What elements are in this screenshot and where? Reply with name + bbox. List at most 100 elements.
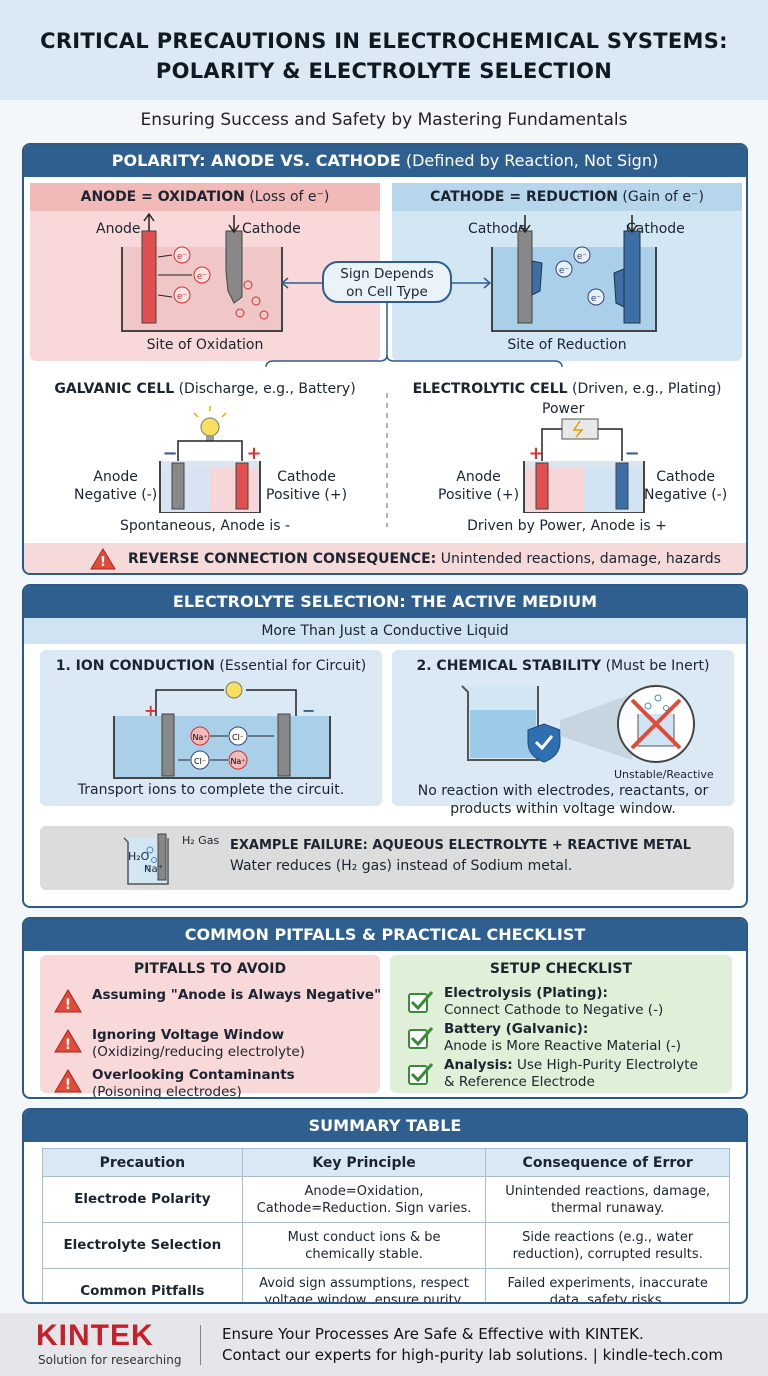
- shield-check-icon: [527, 723, 561, 763]
- warning-icon: !: [54, 1069, 82, 1093]
- galvanic-caption: Spontaneous, Anode is -: [119, 518, 291, 534]
- reverse-warning-bar: ! REVERSE CONNECTION CONSEQUENCE: Uninte…: [24, 543, 746, 573]
- electrolytic-minus-sign: −: [624, 443, 639, 464]
- cathode-box-title: CATHODE = REDUCTION (Gain of e⁻): [392, 183, 742, 211]
- svg-text:!: !: [65, 1077, 71, 1093]
- summary-header-principle: Key Principle: [241, 1148, 487, 1177]
- footer-divider: [200, 1325, 201, 1365]
- failure-gas-label: H₂ Gas: [182, 834, 220, 847]
- table-row: Electrode Polarity Anode=Oxidation,Catho…: [42, 1176, 730, 1223]
- brand-logo[interactable]: KINTEK: [36, 1319, 154, 1352]
- cathode-box-right-label: Cathode: [626, 221, 685, 237]
- svg-text:Cl⁻: Cl⁻: [232, 733, 244, 742]
- bubble-line2: on Cell Type: [346, 284, 428, 300]
- checklist-item-detail: Anode is More Reactive Material (-): [444, 1038, 681, 1054]
- failure-ion-label: Na⁺: [144, 864, 163, 875]
- footer-line1: Ensure Your Processes Are Safe & Effecti…: [222, 1325, 644, 1343]
- galvanic-left-labels: Anode Negative (-): [74, 469, 158, 503]
- ion-conduction-diagram: + − Na⁺ Cl⁻ Cl⁻ Na⁺: [113, 681, 331, 779]
- failure-water-label: H₂O: [128, 850, 150, 863]
- warning-icon: !: [54, 1029, 82, 1053]
- polarity-title-bold: POLARITY: ANODE VS. CATHODE: [111, 151, 401, 170]
- electrolyte-subtitle: More Than Just a Conductive Liquid: [24, 618, 746, 644]
- pitfall-item-title: Assuming "Anode is Always Negative": [92, 987, 382, 1003]
- electrolytic-caption: Driven by Power, Anode is +: [467, 518, 667, 534]
- polarity-panel: POLARITY: ANODE VS. CATHODE (Defined by …: [22, 143, 748, 575]
- failure-beaker-icon: [123, 833, 169, 885]
- pitfalls-panel-title: COMMON PITFALLS & PRACTICAL CHECKLIST: [24, 919, 746, 951]
- svg-text:!: !: [65, 997, 71, 1013]
- svg-text:Na⁺: Na⁺: [192, 733, 207, 742]
- svg-text:e⁻: e⁻: [177, 292, 188, 302]
- electrolyte-panel-title: ELECTROLYTE SELECTION: THE ACTIVE MEDIUM: [24, 586, 746, 618]
- checklist-item-detail: Connect Cathode to Negative (-): [444, 1002, 664, 1018]
- anode-box-caption: Site of Oxidation: [146, 337, 264, 353]
- galvanic-right-labels: Cathode Positive (+): [266, 469, 348, 503]
- power-label: Power: [542, 401, 585, 417]
- cl-ion-1: Cl⁻: [228, 726, 248, 746]
- electrolytic-cell-diagram: + −: [523, 418, 645, 513]
- summary-header-precaution: Precaution: [42, 1148, 243, 1177]
- galvanic-plus-sign: +: [246, 443, 261, 464]
- electrolyte-panel: ELECTROLYTE SELECTION: THE ACTIVE MEDIUM…: [22, 584, 748, 908]
- stability-title: 2. CHEMICAL STABILITY (Must be Inert): [416, 658, 710, 674]
- summary-panel: SUMMARY TABLE Precaution Key Principle C…: [22, 1108, 748, 1304]
- checklist-item-title: Electrolysis (Plating):: [444, 985, 608, 1001]
- cl-ion-2: Cl⁻: [190, 750, 210, 770]
- ion-title: 1. ION CONDUCTION (Essential for Circuit…: [55, 658, 367, 674]
- main-title-line1: CRITICAL PRECAUTIONS IN ELECTROCHEMICAL …: [40, 29, 728, 53]
- subtitle: Ensuring Success and Safety by Mastering…: [140, 110, 628, 130]
- summary-table: Precaution Key Principle Consequence of …: [42, 1148, 730, 1302]
- table-row: Electrolyte Selection Must conduct ions …: [42, 1222, 730, 1269]
- electron-1: e⁻: [173, 246, 191, 264]
- svg-text:Na⁺: Na⁺: [230, 757, 245, 766]
- polarity-panel-title: POLARITY: ANODE VS. CATHODE (Defined by …: [24, 145, 746, 177]
- svg-text:Cl⁻: Cl⁻: [194, 757, 206, 766]
- header-banner: CRITICAL PRECAUTIONS IN ELECTROCHEMICAL …: [0, 0, 768, 100]
- svg-text:!: !: [65, 1037, 71, 1053]
- example-failure-box: H₂ Gas H₂O Na⁺ EXAMPLE FAILURE: AQUEOUS …: [40, 826, 734, 890]
- pitfall-item-title: Ignoring Voltage Window: [92, 1027, 285, 1043]
- electron-6: e⁻: [587, 288, 605, 306]
- checkbox-checked-icon: [408, 1063, 434, 1085]
- galvanic-minus-sign: −: [162, 443, 177, 464]
- sign-depends-bubble: Sign Depends on Cell Type: [322, 261, 452, 303]
- svg-text:e⁻: e⁻: [177, 252, 188, 262]
- galvanic-cell-diagram: − +: [159, 406, 262, 513]
- pitfall-item-detail: (Oxidizing/reducing electrolyte): [92, 1044, 305, 1060]
- svg-text:e⁻: e⁻: [197, 272, 208, 282]
- checkbox-checked-icon: [408, 1027, 434, 1049]
- checklist-item-title: Battery (Galvanic):: [444, 1021, 589, 1037]
- svg-text:+: +: [144, 701, 157, 720]
- electron-2: e⁻: [193, 266, 211, 284]
- lightbulb-icon: [200, 417, 220, 437]
- cathode-box-left-label: Cathode: [468, 221, 527, 237]
- pitfalls-avoid-box: PITFALLS TO AVOID ! Assuming "Anode is Al…: [40, 955, 382, 1097]
- electrolytic-title: ELECTROLYTIC CELL (Driven, e.g., Plating…: [412, 381, 722, 397]
- failure-title: EXAMPLE FAILURE: AQUEOUS ELECTROLYTE + R…: [230, 838, 692, 853]
- na-ion-2: Na⁺: [228, 750, 248, 770]
- electrolytic-left-labels: Anode Positive (+): [438, 469, 520, 503]
- electron-5: e⁻: [573, 246, 591, 264]
- reduction-beaker-diagram: e⁻ e⁻ e⁻: [491, 215, 657, 332]
- ion-caption: Transport ions to complete the circuit.: [77, 782, 345, 798]
- pitfall-item-title: Overlooking Contaminants: [92, 1067, 295, 1083]
- electrolytic-right-labels: Cathode Negative (-): [644, 469, 728, 503]
- main-title-line2: POLARITY & ELECTROLYTE SELECTION: [155, 59, 613, 83]
- checklist-title: SETUP CHECKLIST: [489, 961, 633, 977]
- cathode-box-caption: Site of Reduction: [507, 337, 627, 353]
- electrolytic-plus-sign: +: [528, 443, 543, 464]
- checkbox-checked-icon: [408, 991, 434, 1013]
- pitfall-item-detail: (Poisoning electrodes): [92, 1084, 242, 1099]
- anode-box-title: ANODE = OXIDATION (Loss of e⁻): [30, 183, 380, 211]
- warning-icon: !: [90, 548, 116, 570]
- electron-4: e⁻: [555, 260, 573, 278]
- avoid-title: PITFALLS TO AVOID: [133, 961, 287, 977]
- failure-text: Water reduces (H₂ gas) instead of Sodium…: [230, 858, 573, 874]
- summary-panel-title: SUMMARY TABLE: [24, 1110, 746, 1142]
- footer-contact-link[interactable]: Contact our experts for high-purity lab …: [222, 1346, 723, 1364]
- svg-text:−: −: [302, 701, 315, 720]
- checklist-item-detail: & Reference Electrode: [444, 1074, 595, 1090]
- svg-text:e⁻: e⁻: [577, 252, 588, 262]
- summary-header-consequence: Consequence of Error: [485, 1148, 730, 1177]
